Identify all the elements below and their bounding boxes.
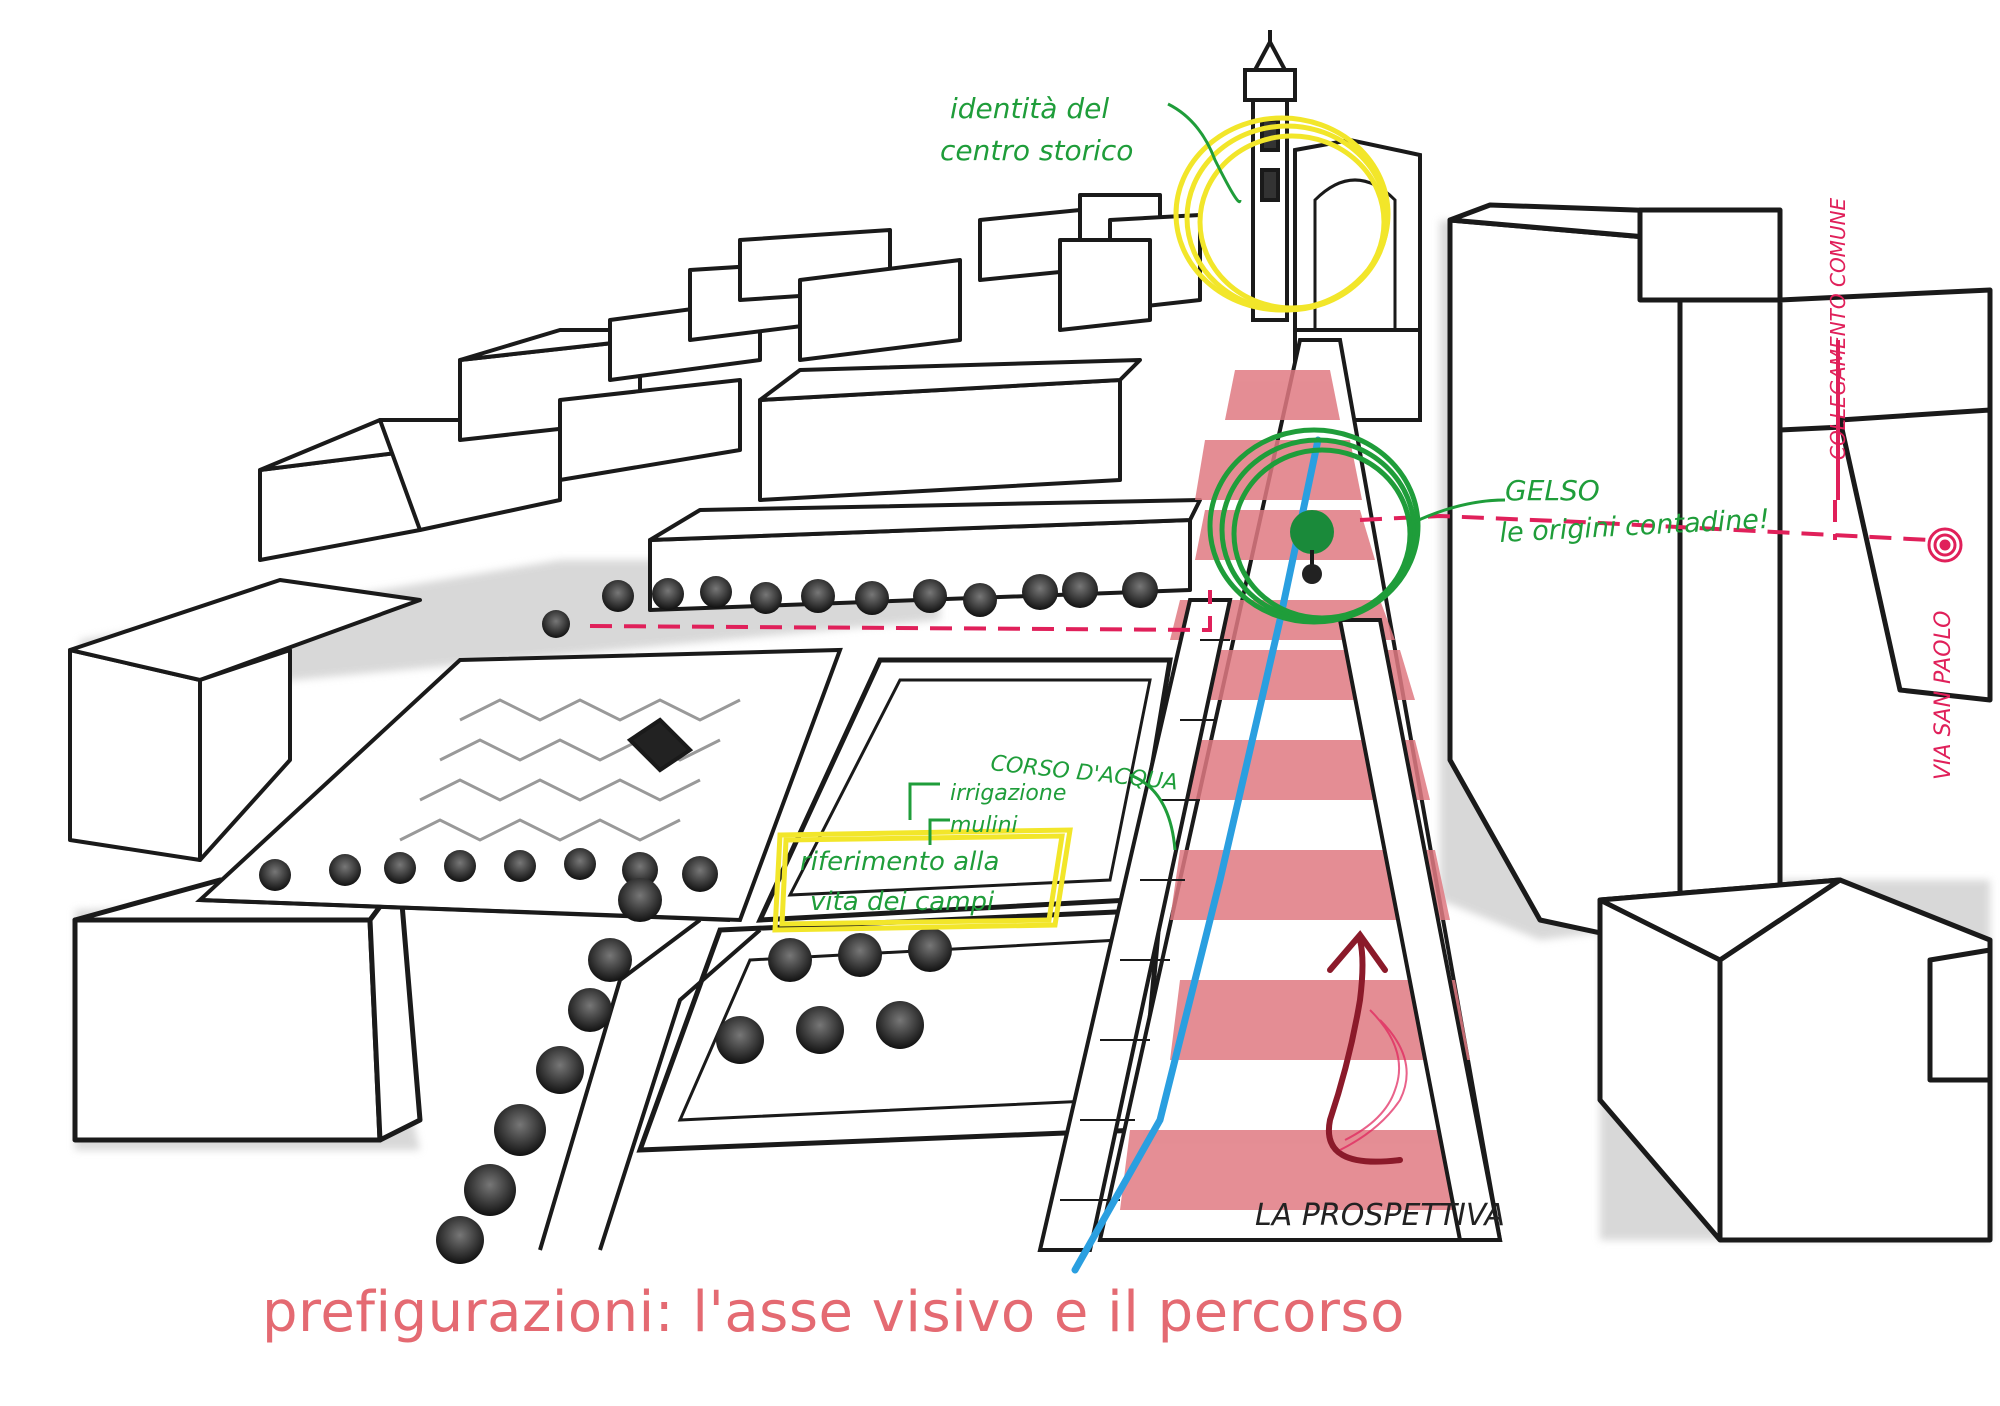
gelso-circle — [1207, 427, 1421, 625]
bell-tower — [1243, 30, 1297, 322]
historic-center-circle — [1173, 115, 1391, 313]
annotation-acqua-item1: irrigazione — [950, 781, 1066, 806]
red-route-lines — [589, 500, 1931, 633]
gelso-tree — [1290, 510, 1334, 584]
annotation-acqua-item2: mulini — [950, 813, 1018, 838]
annotation-via: VIA SAN PAOLO — [1931, 611, 1956, 780]
tree-row-top — [542, 572, 1158, 638]
via-target-mark — [1927, 527, 1963, 563]
central-axis — [1037, 338, 1503, 1252]
annotation-prospettiva: LA PROSPETTIVA — [1255, 1198, 1505, 1233]
tree-row-diagonal — [436, 878, 662, 1264]
left-piazza — [195, 647, 843, 923]
annotation-gelso-title: GELSO — [1505, 474, 1600, 507]
left-buildings — [68, 193, 1202, 862]
annotation-historic-line1: identità del — [950, 92, 1109, 125]
annotation-riferimento-line2: vita dei campi — [810, 887, 995, 917]
water-channel-line — [1071, 436, 1322, 1274]
lower-left-building — [72, 877, 423, 1143]
orchard-trees — [716, 928, 952, 1064]
prospettiva-arrow — [1325, 930, 1403, 1165]
tall-building-right — [1447, 202, 1993, 953]
annotation-riferimento-line1: riferimento alla — [800, 847, 999, 877]
caption: prefigurazioni: l'asse visivo e il perco… — [262, 1280, 1405, 1345]
riferimento-box — [772, 827, 1073, 933]
annotation-leaders — [908, 102, 1506, 851]
prospettiva-scribble — [1339, 1009, 1408, 1151]
lower-right-building — [1597, 877, 1993, 1243]
annotation-historic-line2: centro storico — [940, 134, 1133, 167]
annotation-collegamento: COLLEGAMENTO COMUNE — [1826, 197, 1850, 460]
tree-row-mid — [259, 848, 718, 892]
